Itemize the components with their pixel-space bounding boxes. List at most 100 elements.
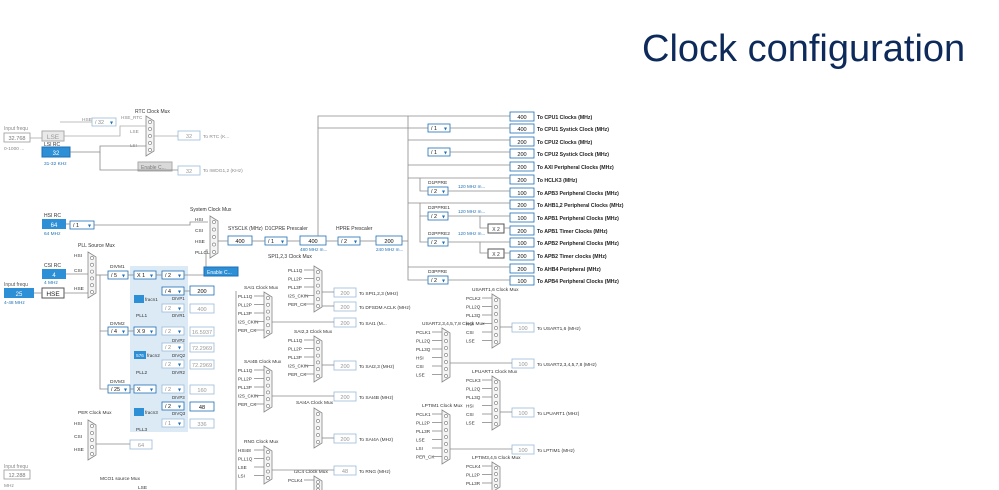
mux-input-radio[interactable] xyxy=(212,235,216,239)
mux-input-radio[interactable] xyxy=(494,478,498,482)
mux-input-radio[interactable] xyxy=(444,360,448,364)
divr2-output-box[interactable] xyxy=(189,359,215,370)
peripheral-clock-mux[interactable] xyxy=(313,335,323,383)
mux-input-radio[interactable] xyxy=(494,340,498,344)
mux-input-radio[interactable] xyxy=(494,466,498,470)
divq1-select-select[interactable] xyxy=(161,303,185,313)
divq3-select-select[interactable] xyxy=(161,401,185,411)
mux-input-radio[interactable] xyxy=(444,414,448,418)
mux-input-radio[interactable] xyxy=(316,290,320,295)
mux-input-radio[interactable] xyxy=(494,484,498,488)
spi-output-box[interactable] xyxy=(333,287,357,298)
usart16-output-box[interactable] xyxy=(511,322,535,333)
pll-source-mux[interactable] xyxy=(87,251,97,299)
mux-input-radio[interactable] xyxy=(316,360,320,365)
sysclk-value-box[interactable] xyxy=(227,235,253,246)
mux-input-radio[interactable] xyxy=(266,316,270,321)
mux-input-radio[interactable] xyxy=(212,227,216,232)
sai1-output-box[interactable] xyxy=(333,317,357,328)
mux-input-radio[interactable] xyxy=(148,127,152,131)
peripheral-clock-mux[interactable] xyxy=(263,365,273,413)
divr3-select-select[interactable] xyxy=(161,418,185,428)
sai4b-output-box[interactable] xyxy=(333,391,357,402)
rtc-enable-button[interactable] xyxy=(137,161,173,172)
mux-input-radio[interactable] xyxy=(316,426,320,430)
mux-input-radio[interactable] xyxy=(494,319,498,323)
mux-input-radio[interactable] xyxy=(90,438,94,442)
mux-input-radio[interactable] xyxy=(316,419,320,423)
peripheral-clock-mux[interactable] xyxy=(263,291,273,339)
mux-input-radio[interactable] xyxy=(266,370,270,374)
sai4a-output-box[interactable] xyxy=(333,433,357,444)
fracn3-box[interactable] xyxy=(134,408,144,416)
divr2-select-select[interactable] xyxy=(161,359,185,369)
mux-input-radio[interactable] xyxy=(90,256,94,260)
mux-input-radio[interactable] xyxy=(494,394,498,398)
mux-input-radio[interactable] xyxy=(494,326,498,330)
output-value-box[interactable] xyxy=(509,148,535,159)
mux-input-radio[interactable] xyxy=(444,435,448,439)
mux-input-radio[interactable] xyxy=(494,333,498,337)
divp3-output-box[interactable] xyxy=(189,384,215,395)
output-value-box[interactable] xyxy=(509,225,535,236)
mux-input-radio[interactable] xyxy=(212,250,216,254)
mux-input-radio[interactable] xyxy=(316,367,320,372)
mux-input-radio[interactable] xyxy=(316,283,320,288)
mux-input-radio[interactable] xyxy=(266,456,270,461)
mux-input-radio[interactable] xyxy=(494,380,498,384)
mux-input-radio[interactable] xyxy=(266,383,270,388)
mux-input-radio[interactable] xyxy=(266,450,270,454)
mux-input-radio[interactable] xyxy=(444,428,448,432)
mux-input-radio[interactable] xyxy=(316,297,320,302)
mux-input-radio[interactable] xyxy=(316,304,320,308)
mux-input-radio[interactable] xyxy=(444,442,448,446)
mux-input-radio[interactable] xyxy=(316,340,320,344)
mux-input-radio[interactable] xyxy=(316,440,320,444)
hclk-value-box[interactable] xyxy=(375,235,403,246)
mux-input-radio[interactable] xyxy=(148,120,152,124)
mux-input-radio[interactable] xyxy=(316,353,320,358)
mux-input-radio[interactable] xyxy=(494,312,498,316)
divp2-output-box[interactable] xyxy=(189,326,215,337)
lptim1-output-box[interactable] xyxy=(511,444,535,455)
mux-input-radio[interactable] xyxy=(266,330,270,334)
mux-input-radio[interactable] xyxy=(90,283,94,288)
sai23-output-box[interactable] xyxy=(333,360,357,371)
mux-input-radio[interactable] xyxy=(266,390,270,395)
mux-input-radio[interactable] xyxy=(444,374,448,378)
output-value-box[interactable] xyxy=(509,161,535,172)
output-value-box[interactable] xyxy=(509,212,535,223)
mux-input-radio[interactable] xyxy=(266,463,270,467)
iwdg-output-value-box[interactable] xyxy=(177,165,201,176)
mux-input-radio[interactable] xyxy=(316,480,320,484)
mux-input-radio[interactable] xyxy=(444,367,448,371)
divq1-output-box[interactable] xyxy=(189,303,215,314)
mux-input-radio[interactable] xyxy=(316,433,320,437)
mux-input-radio[interactable] xyxy=(444,353,448,357)
output-value-box[interactable] xyxy=(509,174,535,185)
output-value-box[interactable] xyxy=(509,263,535,274)
mux-input-radio[interactable] xyxy=(266,469,270,474)
mux-input-radio[interactable] xyxy=(316,346,320,351)
output-value-box[interactable] xyxy=(509,237,535,248)
hse-frequency-input[interactable] xyxy=(4,288,34,298)
mux-input-radio[interactable] xyxy=(148,134,152,138)
usart2-output-box[interactable] xyxy=(511,358,535,369)
cpu-clock-value-box[interactable] xyxy=(299,235,327,246)
output-value-box[interactable] xyxy=(509,250,535,261)
peripheral-clock-mux[interactable] xyxy=(491,461,501,490)
divp2-select-select[interactable] xyxy=(161,326,185,336)
mux-input-radio[interactable] xyxy=(266,476,270,480)
divq2-select-select[interactable] xyxy=(161,342,185,352)
output-value-box[interactable] xyxy=(509,199,535,210)
peripheral-clock-mux[interactable] xyxy=(313,265,323,313)
mux-input-radio[interactable] xyxy=(90,431,94,435)
mux-input-radio[interactable] xyxy=(148,141,152,145)
dfsdm-output-box[interactable] xyxy=(333,301,357,312)
sysclk-enable-button[interactable] xyxy=(203,266,239,277)
mux-input-radio[interactable] xyxy=(316,270,320,274)
mux-input-radio[interactable] xyxy=(266,376,270,381)
mux-input-radio[interactable] xyxy=(90,452,94,456)
divq3-output-box[interactable] xyxy=(189,401,215,412)
mux-input-radio[interactable] xyxy=(90,424,94,428)
